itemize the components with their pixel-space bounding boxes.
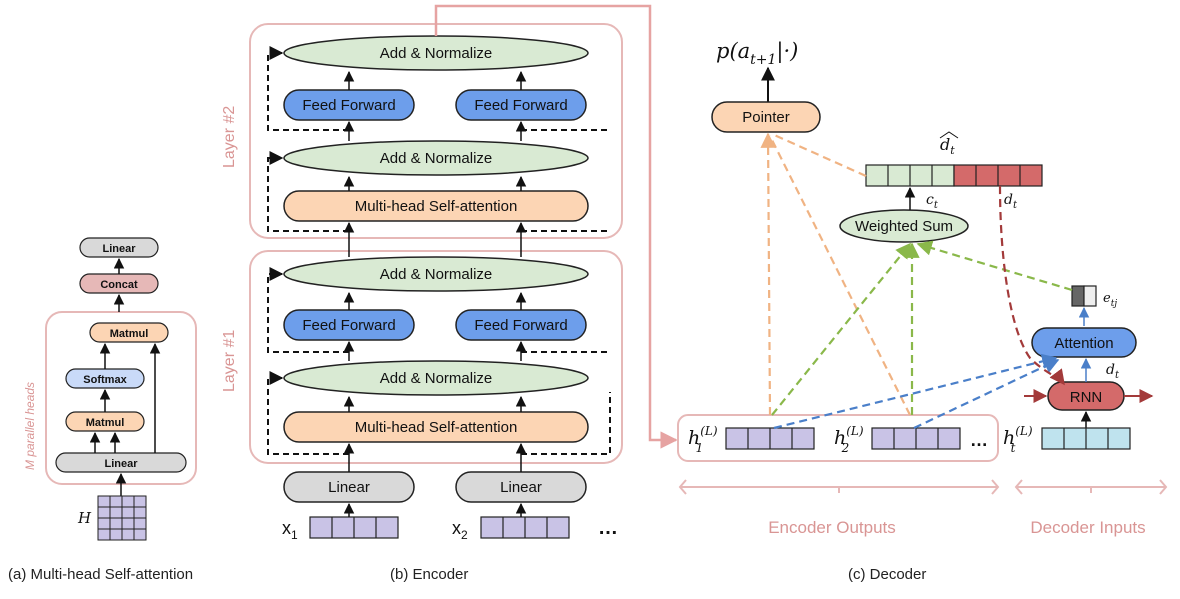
- encoder-add-norm-label: Add & Normalize: [380, 45, 493, 62]
- encoder-residuals: [267, 46, 611, 455]
- encoder-linear-label: Linear: [500, 479, 542, 496]
- encoder-input-vector: [480, 516, 570, 539]
- encoder-add-norm-label: Add & Normalize: [380, 370, 493, 387]
- panel-decoder: p(at+1|·) Pointer dt ct dt Weighted Sum: [677, 39, 1168, 537]
- decoder-etj-label: etj: [1103, 291, 1117, 309]
- decoder-weighted-sum: [839, 209, 969, 243]
- encoder-add-norm: [283, 256, 589, 292]
- panel-mhsa: M parallel heads Linear Concat Matmul So…: [23, 237, 197, 541]
- encoder-feed-forward-label: Feed Forward: [474, 97, 567, 114]
- encoder-add-norm: [283, 140, 589, 176]
- encoder-feed-forward-label: Feed Forward: [474, 317, 567, 334]
- decoder-rnn-label: RNN: [1070, 389, 1103, 406]
- encoder-input-vector: [309, 516, 399, 539]
- caption-c: (c) Decoder: [848, 566, 927, 583]
- mhsa-linear-top-label: Linear: [102, 243, 136, 255]
- decoder-h1-label: h(L)1: [688, 424, 718, 455]
- encoder-x1-label: x1: [282, 518, 298, 542]
- encoder-self-attention-label: Multi-head Self-attention: [355, 198, 518, 215]
- encoder-self-attention: [283, 411, 589, 443]
- decoder-ct-label: ct: [926, 192, 939, 211]
- encoder-ellipsis: …: [598, 517, 618, 539]
- decoder-ht-label: h(L)t: [1003, 424, 1033, 455]
- mhsa-matmul-top-label: Matmul: [110, 328, 149, 340]
- encoder-self-attention-label: Multi-head Self-attention: [355, 419, 518, 436]
- mhsa-matmul-bottom-label: Matmul: [86, 417, 125, 429]
- decoder-weighted-sum-label: Weighted Sum: [855, 218, 953, 235]
- decoder-output-prob: p(at+1|·): [716, 39, 798, 68]
- decoder-pointer-label: Pointer: [742, 109, 790, 126]
- decoder-ellipsis: …: [970, 430, 988, 450]
- decoder-dhat-label: dt: [940, 135, 955, 157]
- decoder-dashed-orange: [760, 132, 911, 416]
- decoder-h2-vector: [871, 427, 961, 450]
- encoder-linear-label: Linear: [328, 479, 370, 496]
- decoder-dashed-green: [771, 240, 1073, 416]
- decoder-dt2-label: dt: [1106, 362, 1120, 381]
- encoder-layer1-frame: [249, 250, 623, 464]
- decoder-decoder-inputs-label: Decoder Inputs: [1030, 518, 1145, 537]
- encoder-arrows: [343, 70, 527, 517]
- mhsa-linear-bottom-label: Linear: [104, 458, 138, 470]
- panel-encoder: Layer #2 Layer #1 Add & Normalize Feed F…: [221, 4, 678, 542]
- encoder-to-decoder-connector: [434, 4, 678, 449]
- encoder-layer2-label: Layer #2: [221, 106, 238, 168]
- mhsa-concat-label: Concat: [100, 279, 138, 291]
- decoder-h2-label: h(L)2: [834, 424, 864, 455]
- decoder-dhat-hat: [939, 131, 959, 139]
- decoder-attention: [1031, 327, 1137, 358]
- mhsa-side-label: M parallel heads: [23, 382, 37, 470]
- encoder-feed-forward-label: Feed Forward: [302, 97, 395, 114]
- decoder-ht-vector: [1041, 427, 1131, 450]
- encoder-x2-label: x2: [452, 518, 468, 542]
- decoder-dashed-red: [998, 185, 1065, 386]
- encoder-add-norm: [283, 360, 589, 396]
- decoder-decoder-inputs-bracket: [1014, 479, 1168, 495]
- encoder-feed-forward-label: Feed Forward: [302, 317, 395, 334]
- mhsa-input-grid: [97, 495, 147, 541]
- decoder-attention-label: Attention: [1054, 335, 1113, 352]
- encoder-self-attention: [283, 190, 589, 222]
- decoder-dashed-blue: [773, 353, 1060, 430]
- caption-b: (b) Encoder: [390, 566, 469, 583]
- mhsa-softmax-label: Softmax: [83, 374, 127, 386]
- decoder-pointer: [711, 101, 821, 133]
- decoder-encoder-outputs-frame: [677, 414, 999, 462]
- encoder-add-norm-label: Add & Normalize: [380, 266, 493, 283]
- encoder-layer1-label: Layer #1: [221, 330, 238, 392]
- decoder-concat-vector: [865, 164, 1043, 187]
- mhsa-matmul-top: [89, 322, 169, 343]
- encoder-add-norm-label: Add & Normalize: [380, 150, 493, 167]
- mhsa-linear-top: [79, 237, 159, 258]
- mhsa-input-label: H: [77, 509, 92, 527]
- decoder-etj-vector: [1071, 285, 1097, 307]
- decoder-encoder-outputs-bracket: [678, 479, 1000, 495]
- caption-a: (a) Multi-head Self-attention: [8, 566, 194, 583]
- mhsa-linear-bottom: [55, 452, 187, 473]
- decoder-dt-label: dt: [1004, 192, 1018, 211]
- decoder-h1-vector: [725, 427, 815, 450]
- decoder-encoder-outputs-label: Encoder Outputs: [768, 518, 896, 537]
